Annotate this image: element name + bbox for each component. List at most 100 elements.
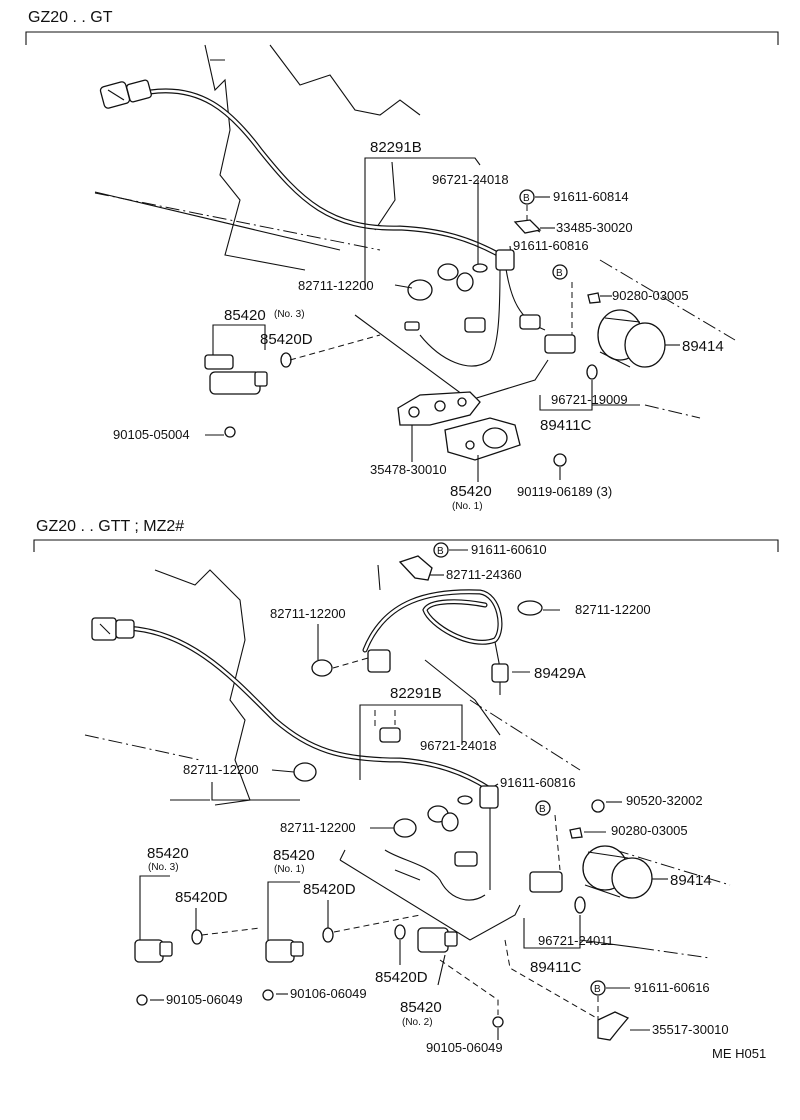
- label-clamp-a: 96721-24018: [420, 738, 497, 753]
- label-bolt-low: 91611-60616: [634, 980, 710, 995]
- b-mark-icon: [433, 542, 449, 558]
- diagram-code: ME H051: [712, 1046, 766, 1061]
- label-harness: 82291B: [370, 139, 422, 156]
- bolt-icon: [262, 989, 274, 1001]
- label-valve-no3: 85420: [224, 307, 266, 324]
- b-mark-icon: [590, 980, 606, 996]
- clamp-icon: [311, 659, 333, 677]
- engine-centerline: [84, 699, 731, 886]
- b-mark-label: B: [556, 268, 563, 279]
- label-bolt-top: 91611-60610: [471, 542, 547, 557]
- oring-icon: [394, 924, 406, 940]
- label-clamp-right: 82711-12200: [575, 602, 651, 617]
- sensor-icon: [582, 845, 653, 899]
- label-gasket: 35478-30010: [370, 462, 447, 477]
- section-bracket: [33, 539, 779, 552]
- clamp-icon: [293, 762, 317, 782]
- label-bolt-c: 90105-05004: [113, 427, 190, 442]
- bracket-icon: [513, 219, 542, 234]
- label-clip-top: 82711-24360: [446, 567, 522, 582]
- connector-parts: [427, 785, 563, 893]
- label-valve-no3-sub: (No. 3): [148, 862, 179, 873]
- valve-icon: [134, 939, 173, 963]
- harness-connector-icon: [99, 79, 152, 109]
- wire-harness: [122, 625, 491, 901]
- label-valve-no1-sub: (No. 1): [274, 864, 305, 875]
- oring-icon: [322, 927, 334, 943]
- b-mark-label: B: [523, 193, 530, 204]
- b-mark-label: B: [539, 804, 546, 815]
- label-bolt-b1: 91611-60814: [553, 189, 629, 204]
- valve-icon: [265, 939, 304, 963]
- label-grommet: 96721-24011: [538, 933, 614, 948]
- label-bolt-l2: 90106-06049: [290, 986, 367, 1001]
- label-bolt-l1: 90105-06049: [166, 992, 243, 1007]
- grommet-icon: [457, 795, 473, 805]
- clamp-icon: [517, 600, 543, 616]
- label-sub-harness: 89411C: [530, 959, 582, 976]
- label-valve-no2-sub: (No. 2): [402, 1017, 433, 1028]
- clamp-icon: [407, 279, 433, 301]
- label-clamp-a: 96721-24018: [432, 172, 509, 187]
- label-grommet: 96721-19009: [551, 392, 628, 407]
- label-bolt-b2: 91611-60816: [513, 238, 589, 253]
- valve-icon: [444, 417, 521, 461]
- bolt-icon: [224, 426, 236, 438]
- label-sensor: 89414: [682, 338, 724, 355]
- label-oring: 85420D: [260, 331, 313, 348]
- oring-icon: [191, 929, 203, 945]
- clamp-icon: [393, 818, 417, 838]
- label-clamp-low: 82711-12200: [280, 820, 356, 835]
- label-harness: 82291B: [390, 685, 442, 702]
- section-gtt: GZ20 . . GTT ; MZ2# B 91611-60610: [33, 518, 779, 1061]
- oring-icon: [280, 352, 292, 368]
- section-header: GZ20 . . GTT ; MZ2#: [36, 518, 184, 535]
- label-bracket-low: 35517-30010: [652, 1022, 729, 1037]
- bolt-icon: [136, 994, 148, 1006]
- valve-icon: [417, 927, 458, 953]
- connector-icon: [367, 649, 391, 673]
- section-bracket: [25, 31, 779, 45]
- leader-harness: [364, 157, 481, 290]
- bolt-icon: [553, 453, 567, 467]
- label-valve-no1-sub: (No. 1): [452, 501, 483, 512]
- section-gt: GZ20 . . GT 82291B 96721-24018 B 91611-6…: [25, 9, 779, 512]
- engine-outline: [154, 564, 521, 941]
- label-bolt-b: 91611-60816: [500, 775, 576, 790]
- leader-valve-no1: [267, 881, 300, 940]
- sensor-icon: [597, 309, 666, 368]
- label-sensor-a: 89429A: [534, 665, 586, 682]
- clip-icon: [398, 555, 433, 581]
- washer-icon: [569, 827, 583, 839]
- washer-icon: [587, 292, 601, 304]
- label-clamp-left: 82711-12200: [270, 606, 346, 621]
- label-clamp-mid: 82711-12200: [183, 762, 259, 777]
- harness-connector-icon: [91, 617, 135, 641]
- bolt-icon: [492, 1016, 504, 1028]
- leader-valve-no3: [212, 324, 266, 360]
- label-washer: 90280-03005: [612, 288, 689, 303]
- wire-harness: [147, 88, 546, 367]
- label-valve-no1: 85420: [273, 847, 315, 864]
- leader-harness: [359, 704, 463, 780]
- label-oring-c: 85420D: [375, 969, 428, 986]
- section-header: GZ20 . . GT: [28, 9, 113, 26]
- grommet-icon: [574, 896, 586, 914]
- label-bolt-d: 90119-06189 (3): [517, 484, 612, 499]
- connector-icon: [379, 727, 401, 743]
- label-bracket: 33485-30020: [556, 220, 633, 235]
- label-valve-no2: 85420: [400, 999, 442, 1016]
- b-mark-label: B: [437, 546, 444, 557]
- label-sub-harness: 89411C: [540, 417, 592, 434]
- label-valve-no3-sub: (No. 3): [274, 309, 305, 320]
- b-mark-icon: [519, 189, 535, 205]
- grommet-icon: [586, 364, 598, 380]
- label-bolt-bottom: 90105-06049: [426, 1040, 503, 1055]
- label-sensor: 89414: [670, 872, 712, 889]
- leader-valve-no3: [139, 875, 170, 940]
- label-valve-no3: 85420: [147, 845, 189, 862]
- label-oring-b: 85420D: [303, 881, 356, 898]
- gasket-icon: [397, 391, 481, 426]
- b-mark-label: B: [594, 984, 601, 995]
